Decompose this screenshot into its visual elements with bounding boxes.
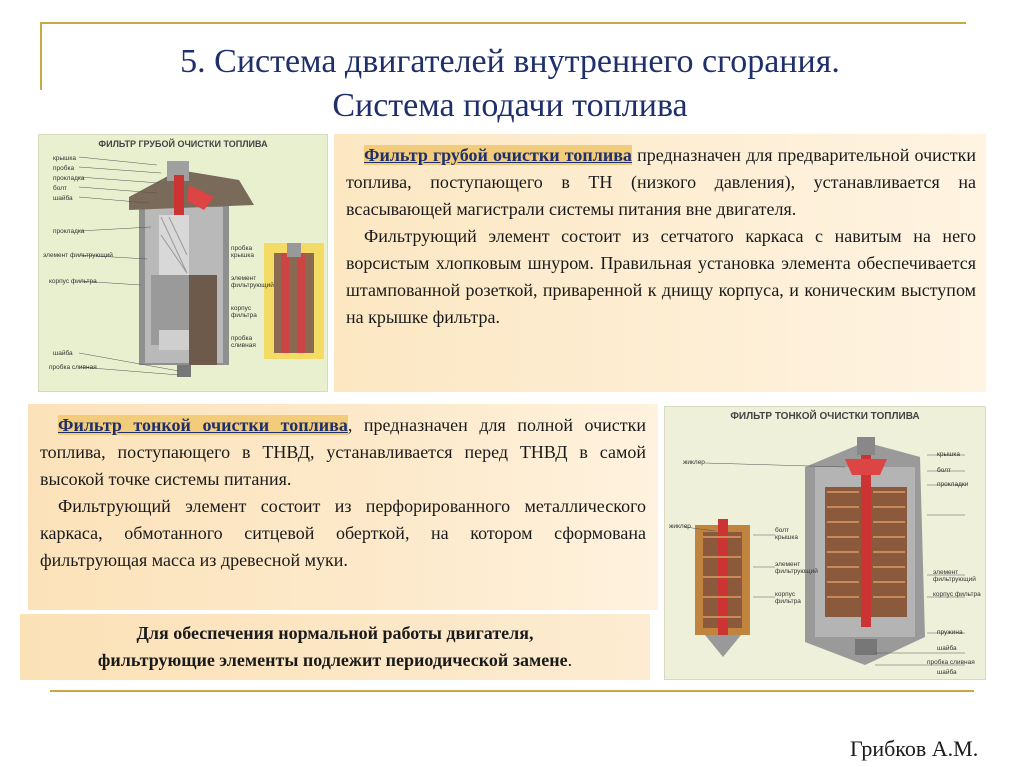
maintenance-note: Для обеспечения нормальной работы двигат… bbox=[20, 614, 650, 680]
fine-label-jiklyor: жиклер bbox=[683, 459, 705, 466]
fine-filter-illustration bbox=[684, 437, 965, 666]
frame-left-line bbox=[40, 22, 42, 90]
fine-figure-title: ФИЛЬТР ТОНКОЙ ОЧИСТКИ ТОПЛИВА bbox=[730, 411, 920, 422]
frame-top-line bbox=[40, 22, 966, 24]
fine-label-shayba2: шайба bbox=[937, 669, 957, 676]
coarse-label-washer2: шайба bbox=[53, 350, 73, 357]
coarse-inset-label-element: элемент фильтрующий bbox=[231, 275, 274, 289]
title-line-2: Система подачи топлива bbox=[332, 87, 688, 124]
coarse-paragraph-1-text: предназначен для предварительной очистки… bbox=[346, 145, 976, 219]
fine-label-element-inset: элемент фильтрующий bbox=[775, 561, 818, 575]
coarse-filter-description: Фильтр грубой очистки топлива предназнач… bbox=[334, 134, 986, 392]
coarse-filter-figure: ФИЛЬТР ГРУБОЙ ОЧИСТКИ ТОПЛИВА крышка про… bbox=[38, 134, 328, 392]
coarse-figure-title: ФИЛЬТР ГРУБОЙ ОЧИСТКИ ТОПЛИВА bbox=[98, 139, 268, 149]
fine-label-element: элемент фильтрующий bbox=[933, 569, 976, 583]
author-name: Грибков А.М. bbox=[850, 736, 979, 761]
coarse-label-cover: крышка bbox=[53, 155, 76, 162]
fine-filter-description: Фильтр тонкой очистки топлива, предназна… bbox=[28, 404, 658, 610]
fine-paragraph-1-text: , предназначен для полной очистки топлив… bbox=[40, 415, 646, 489]
title-line-1: 5. Система двигателей внутреннего сгоран… bbox=[180, 43, 840, 80]
frame-bottom-line bbox=[50, 690, 974, 692]
fine-label-probka: пробка сливная bbox=[927, 659, 975, 666]
coarse-filter-term: Фильтр грубой очистки топлива bbox=[364, 145, 632, 165]
coarse-paragraph-1: Фильтр грубой очистки топлива предназнач… bbox=[346, 142, 976, 223]
fine-label-korpus-inset: корпус фильтра bbox=[775, 591, 801, 605]
note-period: . bbox=[567, 650, 573, 670]
fine-label-kryshka: крышка bbox=[937, 451, 960, 458]
fine-label-prokladki: прокладки bbox=[937, 481, 969, 488]
fine-label-korpus: корпус фильтра bbox=[933, 591, 981, 598]
fine-label-bolt: болт bbox=[937, 467, 951, 474]
coarse-inset-label-plug-cover: пробка крышка bbox=[231, 245, 254, 259]
coarse-label-plug: пробка bbox=[53, 165, 75, 172]
fine-paragraph-2: Фильтрующий элемент состоит из перфориро… bbox=[40, 496, 646, 570]
note-line-1: Для обеспечения нормальной работы двигат… bbox=[136, 623, 534, 643]
fine-paragraph-1: Фильтр тонкой очистки топлива, предназна… bbox=[40, 412, 646, 493]
fine-label-jiklyor2: жиклер bbox=[669, 523, 691, 530]
coarse-label-gasket: прокладка bbox=[53, 175, 85, 182]
coarse-inset-label-body: корпус фильтра bbox=[231, 305, 257, 319]
fine-label-prujina: пружина bbox=[937, 629, 963, 636]
coarse-label-gasket2: прокладка bbox=[53, 228, 85, 235]
coarse-label-body: корпус фильтра bbox=[49, 278, 97, 285]
note-line-2-text: фильтрующие элементы подлежит периодичес… bbox=[97, 650, 568, 670]
fine-filter-term: Фильтр тонкой очистки топлива bbox=[58, 415, 348, 435]
fine-filter-figure: ФИЛЬТР ТОНКОЙ ОЧИСТКИ ТОПЛИВА жиклер кры… bbox=[664, 406, 986, 680]
coarse-label-washer: шайба bbox=[53, 195, 73, 202]
coarse-inset-label-drain: пробка сливная bbox=[231, 335, 256, 349]
coarse-label-bolt: болт bbox=[53, 185, 67, 192]
coarse-label-drain-plug: пробка сливная bbox=[49, 364, 97, 371]
coarse-paragraph-2: Фильтрующий элемент состоит из сетчатого… bbox=[346, 226, 976, 327]
fine-label-bolt-kryshka: болт крышка bbox=[775, 527, 798, 541]
coarse-filter-illustration bbox=[78, 156, 324, 377]
note-line-2: фильтрующие элементы подлежит периодичес… bbox=[20, 647, 650, 674]
slide-title: 5. Система двигателей внутреннего сгоран… bbox=[60, 40, 960, 128]
coarse-label-filter-element: элемент фильтрующий bbox=[43, 252, 113, 259]
fine-label-shayba: шайба bbox=[937, 645, 957, 652]
